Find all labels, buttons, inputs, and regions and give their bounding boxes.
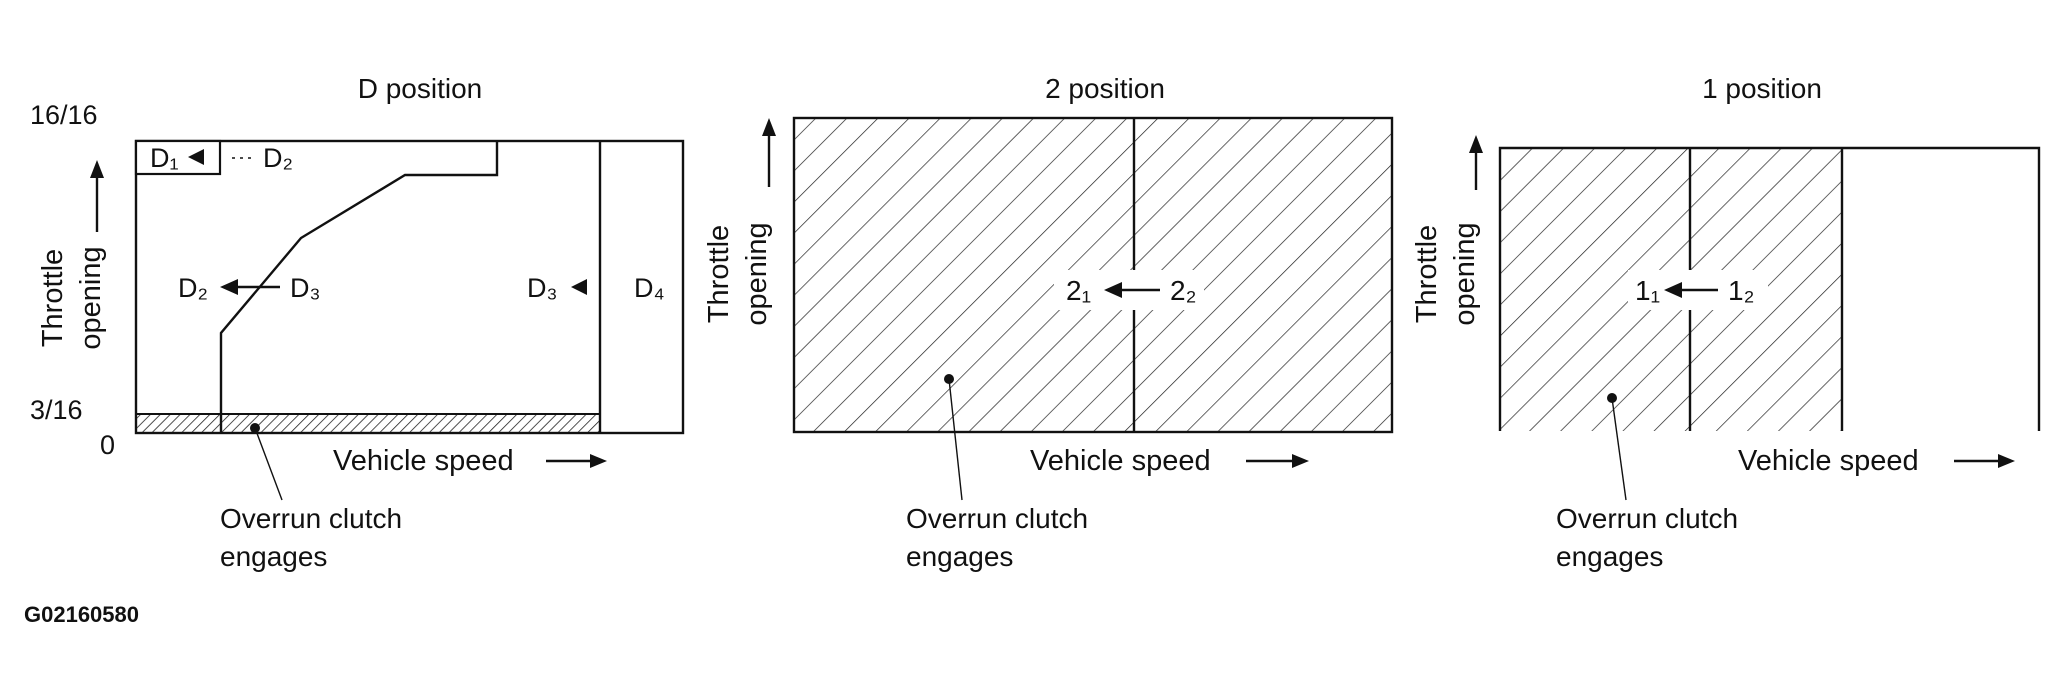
figure-id: G02160580: [24, 602, 139, 627]
plot-frame: [1498, 146, 2041, 431]
d3-right-label: D₃: [527, 273, 558, 303]
y-top-label: 16/16: [30, 100, 98, 130]
callout-line2: engages: [1556, 541, 1663, 572]
panel-title: 1 position: [1702, 73, 1822, 104]
y-axis-title-line2: opening: [741, 222, 773, 325]
y-mid-label: 3/16: [30, 395, 83, 425]
arrow-left-icon: [220, 279, 280, 295]
shift-from-label: 2₂: [1170, 275, 1196, 306]
arrow-left-icon: [1104, 282, 1160, 298]
x-axis-arrow-icon: [1246, 454, 1309, 468]
d1-label: D₁: [150, 143, 179, 173]
shift-to-label: 1₁: [1635, 275, 1660, 306]
x-axis-title: Vehicle speed: [333, 445, 514, 477]
y-axis-title: Throttle opening: [37, 246, 107, 349]
y-axis-title-line1: Throttle: [37, 249, 69, 347]
callout-line1: Overrun clutch: [220, 503, 402, 534]
x-axis-title: Vehicle speed: [1738, 445, 1919, 477]
x-axis-arrow-icon: [546, 454, 607, 468]
y-axis-title-line2: opening: [1449, 222, 1481, 325]
x-axis-arrow-icon: [1954, 454, 2015, 468]
callout-line2: engages: [220, 541, 327, 572]
x-axis-title: Vehicle speed: [1030, 445, 1211, 477]
d4-label: D₄: [634, 273, 665, 303]
panel-d-position: D position 16/16 3/16 0 Throttle opening…: [30, 73, 685, 572]
callout-leader: [1611, 397, 1627, 501]
d1-box: [134, 139, 222, 176]
shift-to-label: 2₁: [1066, 275, 1091, 306]
y-zero-label: 0: [100, 430, 115, 460]
arrow-left-icon: [1664, 282, 1718, 298]
y-axis-title-line1: Throttle: [703, 225, 735, 323]
y-axis-title-line1: Throttle: [1411, 225, 1443, 323]
y-axis-arrow-icon: [90, 160, 104, 232]
y-axis-title-line2: opening: [75, 246, 107, 349]
d2-left-label: D₂: [178, 273, 208, 303]
arrow-left-icon: [188, 149, 204, 165]
arrow-left-icon: [571, 279, 587, 295]
panel-2-position: 2 position Throttle opening 2₁ 2₂ Vehicl…: [703, 73, 1394, 572]
callout-leader: [254, 427, 283, 501]
panel-1-position: 1 position Throttle opening 1₁ 1₂ Vehicl…: [1411, 73, 2041, 572]
panel-title: D position: [358, 73, 483, 104]
d3-mid-label: D₃: [290, 273, 321, 303]
d2-d3-shift-line: [219, 141, 499, 433]
y-axis-arrow-icon: [1469, 135, 1483, 190]
d2-upper-label: D₂: [263, 143, 293, 173]
overrun-clutch-band: [135, 413, 601, 434]
shift-from-label: 1₂: [1728, 275, 1754, 306]
callout-line1: Overrun clutch: [906, 503, 1088, 534]
panel-title: 2 position: [1045, 73, 1165, 104]
y-axis-arrow-icon: [762, 118, 776, 187]
callout-line2: engages: [906, 541, 1013, 572]
y-axis-title: Throttle opening: [1411, 222, 1481, 325]
callout-line1: Overrun clutch: [1556, 503, 1738, 534]
y-axis-title: Throttle opening: [703, 222, 773, 325]
callout-leader: [948, 378, 963, 501]
